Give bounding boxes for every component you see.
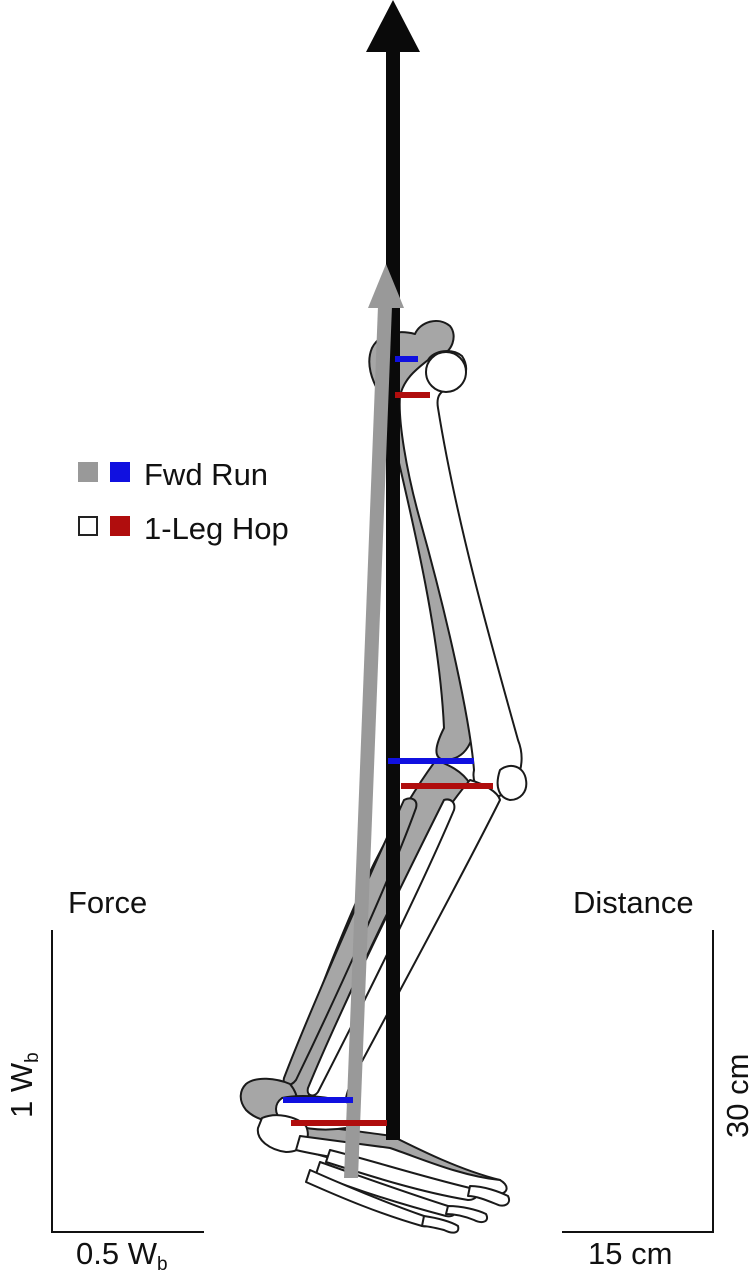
legend-fwd-run-label: Fwd Run [144, 457, 269, 492]
phalanx-1 [467, 1185, 510, 1207]
ankle-marker-fwd-run [283, 1097, 353, 1103]
distance-scale-vertical-label: 30 cm [720, 1053, 755, 1138]
fibula-white [306, 798, 456, 1097]
distance-scale-horizontal-label: 15 cm [588, 1236, 673, 1271]
fibula-shaded [282, 797, 418, 1086]
fwd-run-arrow-head [368, 264, 404, 308]
hip-marker-one-leg-hop [395, 392, 430, 398]
knee-marker-one-leg-hop [401, 783, 493, 789]
leg-skeleton-outline [256, 350, 528, 1234]
force-scale-title: Force [68, 885, 148, 920]
one-leg-hop-arrow-head [366, 0, 420, 52]
distance-scale-title: Distance [573, 885, 694, 920]
knee-marker-fwd-run [388, 758, 474, 764]
legend-one-leg-hop-arrow-swatch [78, 516, 98, 536]
fwd-run-arrow-shaft [344, 306, 392, 1178]
fwd-run-force-arrow [344, 264, 404, 1178]
legend-one-leg-hop-marker-swatch [110, 516, 130, 536]
distance-scale-bar [562, 930, 714, 1233]
hip-marker-fwd-run [395, 356, 418, 362]
legend-one-leg-hop-label: 1-Leg Hop [144, 511, 289, 546]
femoral-head [425, 351, 467, 393]
phalanx-2 [445, 1205, 488, 1223]
phalanx-3 [421, 1215, 460, 1234]
force-scale-bar [51, 930, 204, 1233]
force-scale-horizontal-label: 0.5 Wb [76, 1236, 168, 1275]
patella [496, 764, 528, 801]
legend-fwd-run-marker-swatch [110, 462, 130, 482]
moment-arm-markers [283, 356, 493, 1126]
ankle-marker-one-leg-hop [291, 1120, 387, 1126]
one-leg-hop-arrow-shaft [386, 50, 400, 1140]
legend-fwd-run-arrow-swatch [78, 462, 98, 482]
force-scale-vertical-label: 1 Wb [4, 1052, 43, 1118]
